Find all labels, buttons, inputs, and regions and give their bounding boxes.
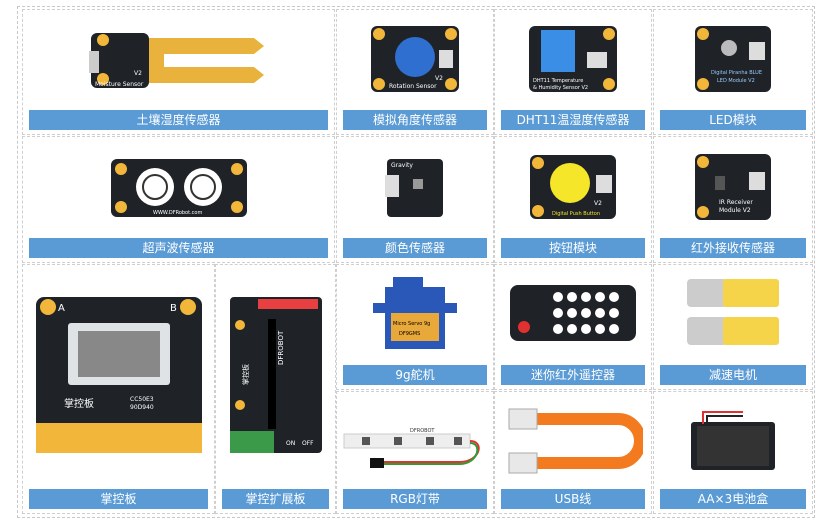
- ir-receiver-icon: IR Receiver Module V2: [695, 153, 771, 220]
- gear-motor-icon: [687, 279, 779, 345]
- cell-ir-remote: 迷你红外遥控器: [494, 264, 652, 390]
- label-rgb-strip: RGB灯带: [343, 489, 487, 509]
- svg-text:DFROBOT: DFROBOT: [277, 330, 285, 365]
- cell-servo: Micro Servo 9g DF9GMS 9g舵机: [336, 264, 494, 390]
- svg-text:掌控板: 掌控板: [241, 364, 250, 385]
- led-module-icon: Digital Piranha BLUE LED Module V2: [695, 26, 771, 92]
- push-button-icon: V2 Digital Push Button: [530, 154, 616, 219]
- cell-dht11-sensor: DHT11 Temperature & Humidity Sensor V2 D…: [494, 9, 652, 135]
- svg-text:A: A: [58, 303, 65, 314]
- rotation-sensor-icon: V2 Rotation Sensor: [371, 26, 459, 92]
- cell-rgb-strip: DFROBOT RGB灯带: [336, 391, 494, 514]
- label-servo: 9g舵机: [343, 365, 487, 385]
- svg-text:DFROBOT: DFROBOT: [410, 428, 435, 434]
- ultrasonic-sensor-icon: WWW.DFRobot.com: [110, 158, 247, 217]
- cell-moisture-sensor: V2 Moisture Sensor 土壤湿度传感器: [22, 9, 335, 135]
- svg-text:Digital Push Button: Digital Push Button: [552, 211, 600, 217]
- kit-grid: [17, 6, 815, 518]
- svg-text:Gravity: Gravity: [391, 162, 413, 169]
- svg-text:Rotation Sensor: Rotation Sensor: [389, 83, 437, 90]
- dht11-sensor-icon: DHT11 Temperature & Humidity Sensor V2: [529, 26, 617, 92]
- cell-led-module: Digital Piranha BLUE LED Module V2 LED模块: [653, 9, 813, 135]
- svg-text:Module V2: Module V2: [719, 207, 751, 214]
- rgb-strip-icon: DFROBOT: [343, 428, 480, 468]
- label-expansion-board: 掌控扩展板: [222, 489, 329, 509]
- label-mpython-board: 掌控板: [29, 489, 208, 509]
- svg-text:B: B: [170, 303, 177, 314]
- cell-mpython-board: A B 掌控板 CC50E3 90D940 掌控板: [22, 264, 215, 514]
- moisture-sensor-icon: V2 Moisture Sensor: [88, 33, 264, 88]
- cell-ir-receiver: IR Receiver Module V2 红外接收传感器: [653, 136, 813, 263]
- mpython-board-icon: A B 掌控板 CC50E3 90D940: [35, 297, 202, 453]
- usb-cable-icon: [508, 408, 643, 474]
- svg-text:V2: V2: [594, 200, 602, 207]
- cell-push-button: V2 Digital Push Button 按钮模块: [494, 136, 652, 263]
- servo-icon: Micro Servo 9g DF9GMS: [373, 277, 457, 349]
- svg-text:V2: V2: [435, 75, 443, 82]
- ir-remote-icon: [510, 285, 636, 341]
- cell-usb-cable: USB线: [494, 391, 652, 514]
- label-usb-cable: USB线: [501, 489, 645, 509]
- label-led-module: LED模块: [660, 110, 806, 130]
- svg-text:ON: ON: [286, 440, 295, 447]
- svg-text:Digital Piranha BLUE: Digital Piranha BLUE: [711, 70, 762, 76]
- cell-ultrasonic-sensor: WWW.DFRobot.com 超声波传感器: [22, 136, 335, 263]
- label-gear-motor: 减速电机: [660, 365, 806, 385]
- cell-color-sensor: Gravity 颜色传感器: [336, 136, 494, 263]
- battery-box-icon: [691, 410, 775, 470]
- svg-text:LED Module V2: LED Module V2: [717, 78, 755, 84]
- cell-expansion-board: DFROBOT 掌控板 ON OFF 掌控扩展板: [215, 264, 336, 514]
- svg-text:WWW.DFRobot.com: WWW.DFRobot.com: [153, 210, 202, 216]
- svg-text:V2: V2: [134, 70, 142, 77]
- cell-gear-motor: 减速电机: [653, 264, 813, 390]
- label-rotation-sensor: 模拟角度传感器: [343, 110, 487, 130]
- label-battery-box: AA×3电池盒: [660, 489, 806, 509]
- label-ultrasonic-sensor: 超声波传感器: [29, 238, 328, 258]
- cell-rotation-sensor: V2 Rotation Sensor 模拟角度传感器: [336, 9, 494, 135]
- svg-text:掌控板: 掌控板: [64, 397, 94, 410]
- svg-text:DHT11 Temperature: DHT11 Temperature: [533, 78, 583, 84]
- svg-text:IR Receiver: IR Receiver: [719, 199, 753, 206]
- svg-text:CC50E3: CC50E3: [130, 396, 154, 403]
- svg-text:Moisture Sensor: Moisture Sensor: [95, 81, 144, 88]
- label-push-button: 按钮模块: [501, 238, 645, 258]
- label-dht11-sensor: DHT11温湿度传感器: [501, 110, 645, 130]
- cell-battery-box: AA×3电池盒: [653, 391, 813, 514]
- label-ir-receiver: 红外接收传感器: [660, 238, 806, 258]
- svg-text:DF9GMS: DF9GMS: [399, 331, 420, 337]
- svg-text:90D940: 90D940: [130, 404, 154, 411]
- label-ir-remote: 迷你红外遥控器: [501, 365, 645, 385]
- svg-text:OFF: OFF: [302, 440, 314, 447]
- color-sensor-icon: Gravity: [385, 158, 443, 217]
- svg-text:Micro Servo 9g: Micro Servo 9g: [393, 321, 430, 327]
- label-moisture-sensor: 土壤湿度传感器: [29, 110, 328, 130]
- expansion-board-icon: DFROBOT 掌控板 ON OFF: [229, 297, 322, 453]
- label-color-sensor: 颜色传感器: [343, 238, 487, 258]
- svg-text:& Humidity Sensor V2: & Humidity Sensor V2: [533, 85, 588, 91]
